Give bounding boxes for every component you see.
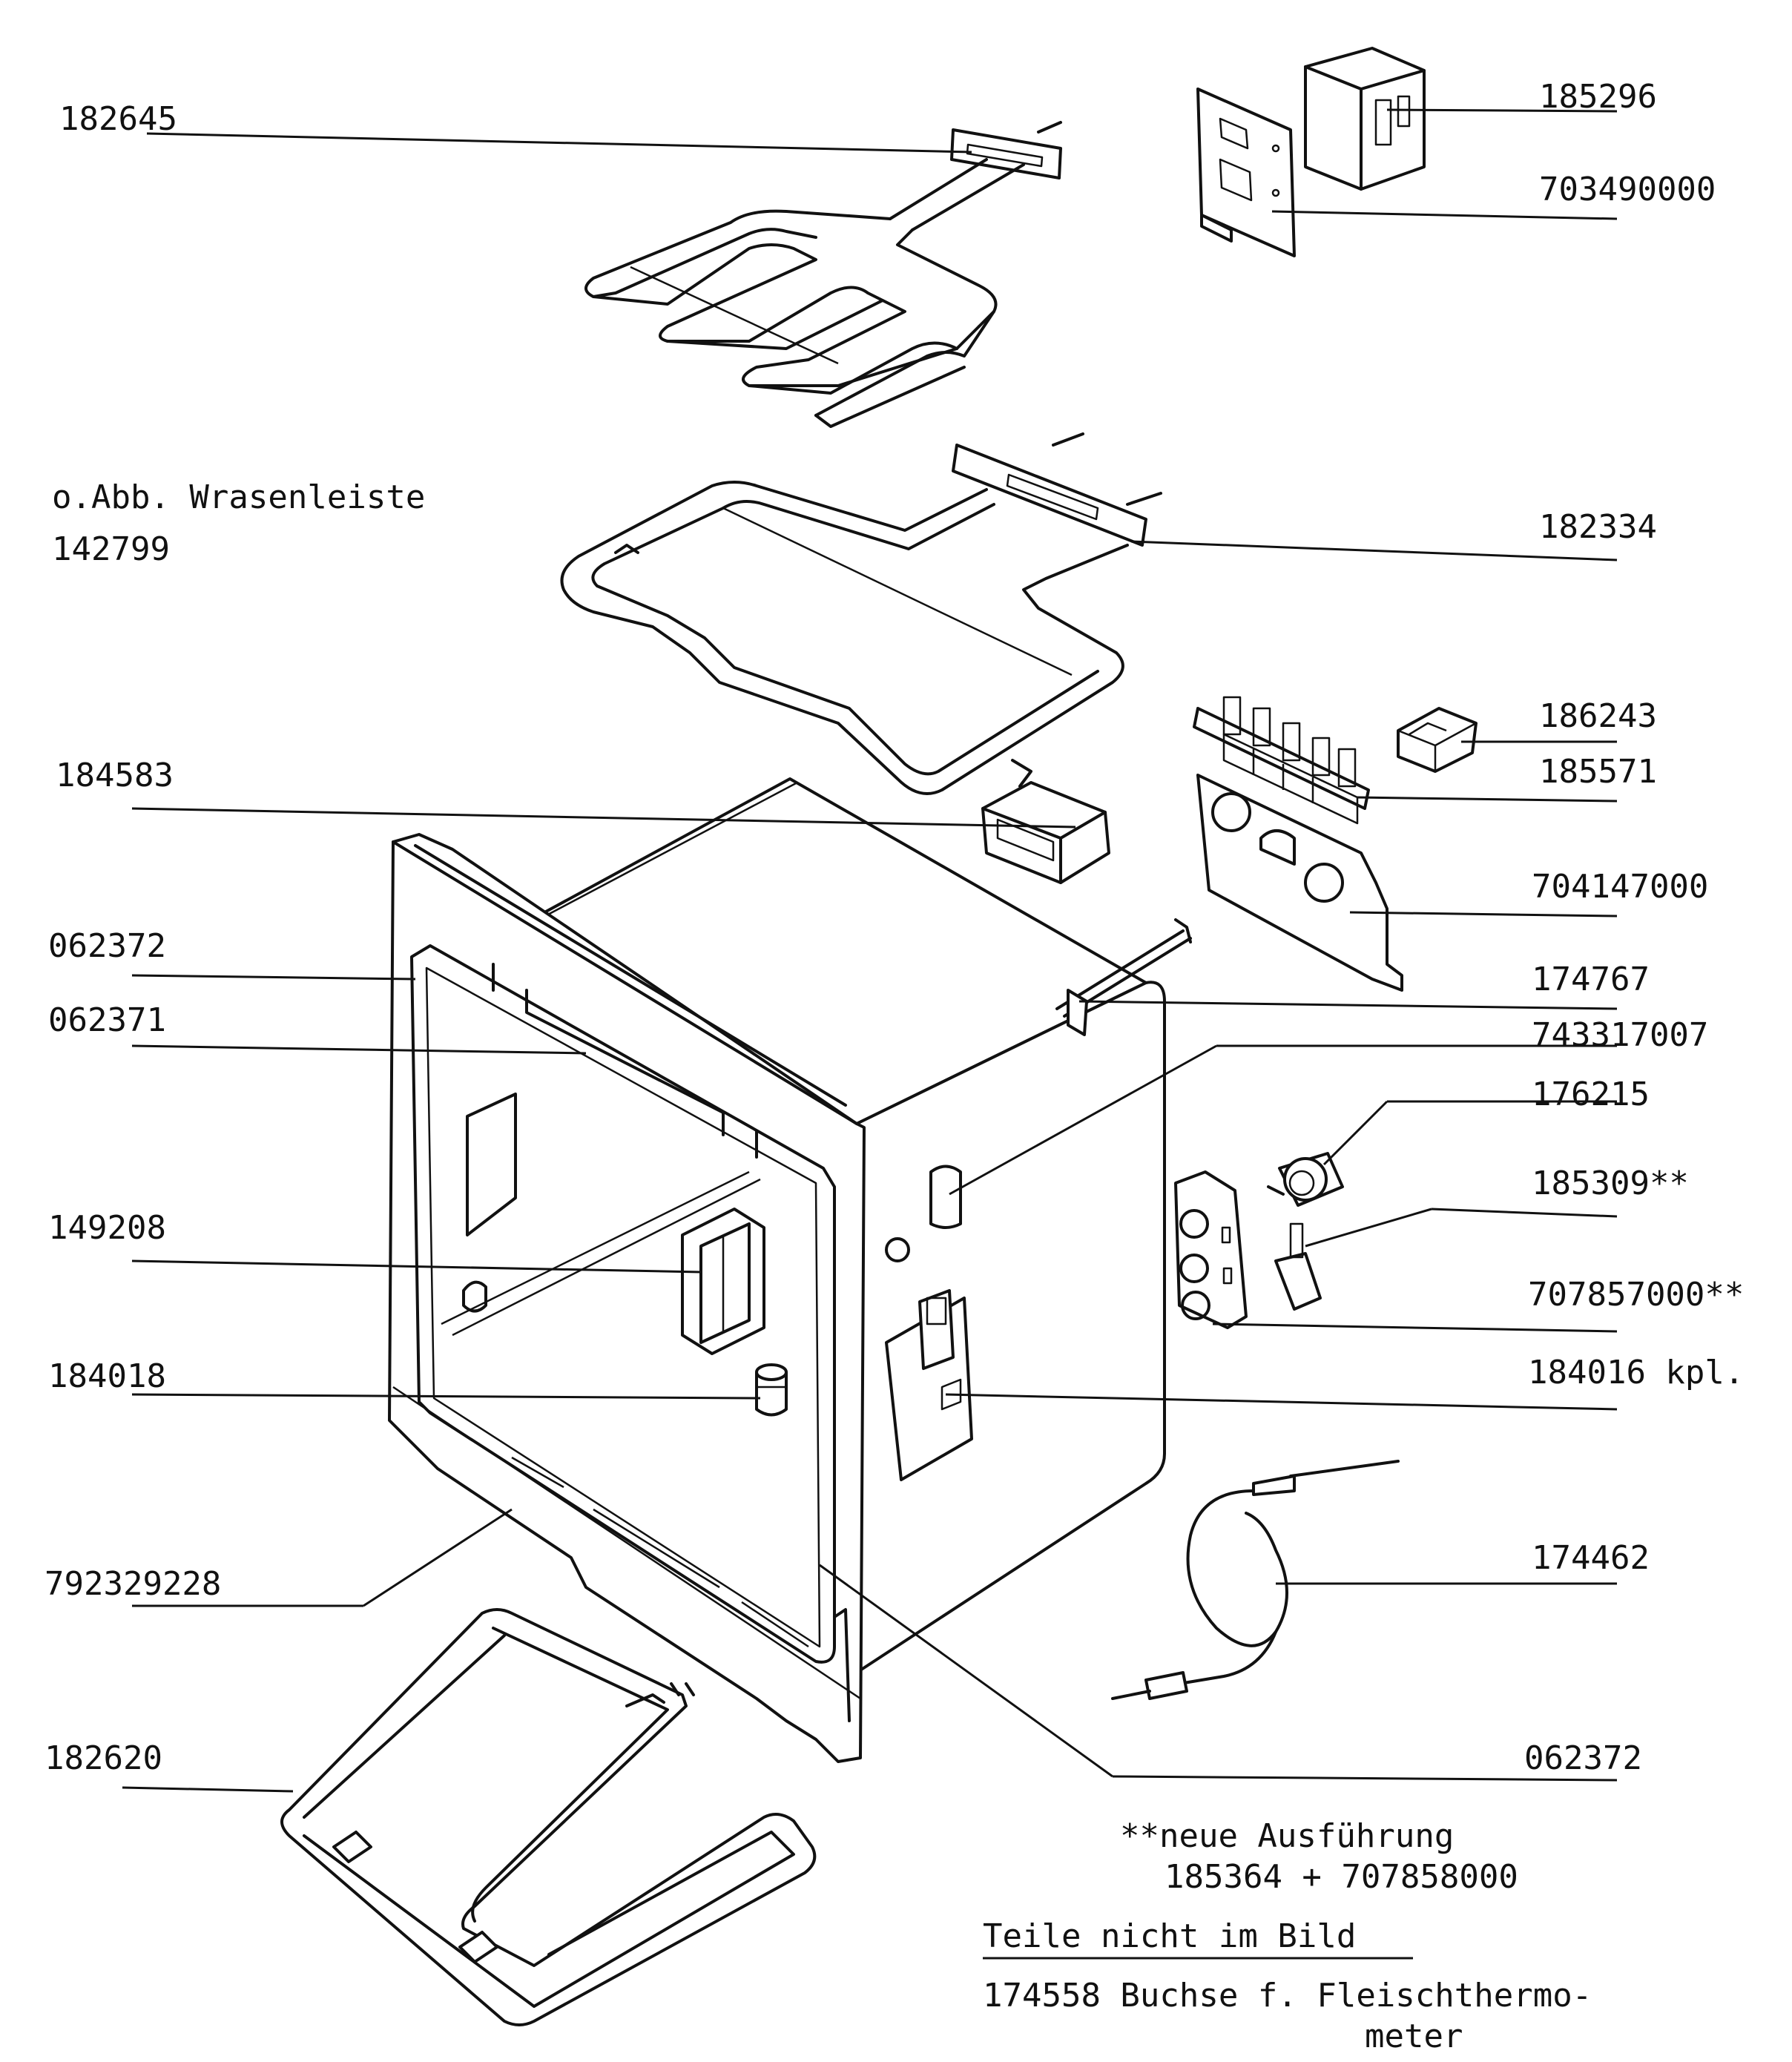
label-182620: 182620	[45, 1739, 162, 1777]
label-182334: 182334	[1539, 508, 1657, 546]
thermostat-box	[1304, 47, 1426, 191]
door-switch	[885, 1289, 973, 1481]
wrasen-part-number: 142799	[52, 530, 170, 568]
not-pictured-line1: 174558 Buchse f. Fleischthermo-	[983, 1977, 1592, 2015]
grill-heating-element	[584, 121, 1062, 428]
small-switch	[1397, 707, 1478, 773]
label-792329228: 792329228	[45, 1565, 221, 1603]
not-pictured-line2: meter	[1365, 2017, 1463, 2055]
label-149208: 149208	[48, 1209, 166, 1247]
label-062372-top: 062372	[48, 927, 166, 965]
new-version-note-line1: **neue Ausführung	[1120, 1817, 1454, 1855]
bottom-heating-element	[280, 1608, 817, 2026]
lamp-cap	[755, 1363, 788, 1417]
label-184018: 184018	[48, 1357, 166, 1395]
top-heating-element	[560, 432, 1162, 795]
relay	[1274, 1222, 1322, 1311]
meat-thermometer-probe	[1111, 1460, 1400, 1700]
label-176215: 176215	[1532, 1076, 1650, 1113]
not-pictured-heading: Teile nicht im Bild	[983, 1917, 1356, 1955]
label-062371: 062371	[48, 1001, 166, 1039]
label-174767: 174767	[1532, 961, 1650, 998]
label-707857000: 707857000**	[1528, 1276, 1744, 1314]
label-174462: 174462	[1532, 1539, 1650, 1577]
thermostat-disc	[1267, 1152, 1344, 1207]
new-version-note-line2: 185364 + 707858000	[1165, 1858, 1518, 1896]
terminal-block	[1193, 696, 1370, 825]
label-704147000: 704147000	[1532, 868, 1708, 906]
wrasen-note: o.Abb. Wrasenleiste	[52, 478, 425, 516]
terminal-bracket	[1196, 774, 1403, 992]
label-062372-bottom: 062372	[1524, 1739, 1642, 1777]
oven-cavity	[388, 777, 1166, 1763]
thermostat-bracket	[1196, 88, 1296, 257]
label-186243: 186243	[1539, 697, 1657, 735]
relay-bracket	[1174, 1170, 1248, 1329]
fan-motor-unit	[681, 1208, 765, 1355]
label-185571: 185571	[1539, 753, 1657, 791]
label-182645: 182645	[59, 100, 177, 138]
oven-lamp-housing	[981, 781, 1110, 884]
label-184016: 184016 kpl.	[1528, 1354, 1744, 1391]
leader-lines	[122, 108, 1618, 1960]
label-184583: 184583	[56, 757, 174, 794]
label-743317007: 743317007	[1532, 1016, 1708, 1054]
label-185296: 185296	[1539, 78, 1657, 116]
label-185309: 185309**	[1532, 1165, 1689, 1202]
label-703490000: 703490000	[1539, 171, 1716, 208]
